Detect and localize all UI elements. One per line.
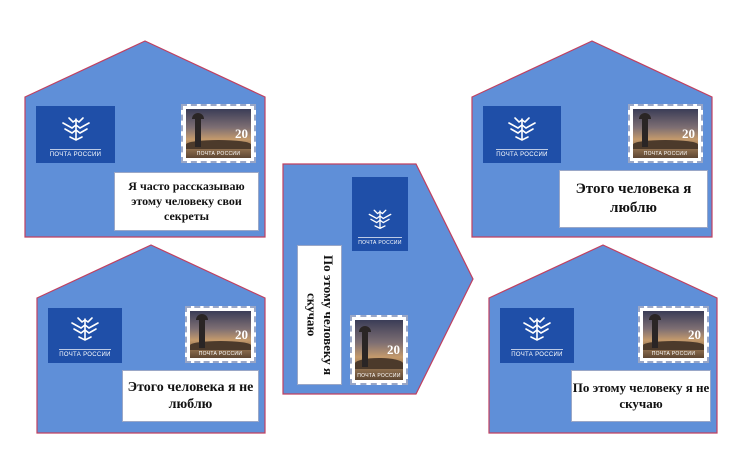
russian-post-logo: ПОЧТА РОССИИ: [500, 308, 574, 363]
stamp-caption: ПОЧТА РОССИИ: [198, 351, 243, 357]
message-card: Я часто рассказываю этому человеку свои …: [114, 172, 259, 231]
postage-stamp: 20 ПОЧТА РОССИИ: [628, 104, 703, 163]
stamp-caption: ПОЧТА РОССИИ: [651, 351, 696, 357]
envelope-bottom-right[interactable]: ПОЧТА РОССИИ 20 ПОЧТА РОССИИ По этому че…: [488, 244, 718, 434]
logo-label: ПОЧТА РОССИИ: [496, 149, 548, 158]
russian-post-logo: ПОЧТА РОССИИ: [483, 106, 561, 163]
russian-post-logo: ПОЧТА РОССИИ: [48, 308, 122, 363]
postage-stamp: 20 ПОЧТА РОССИИ: [350, 315, 408, 385]
postage-stamp: 20 ПОЧТА РОССИИ: [638, 306, 709, 363]
postage-stamp: 20 ПОЧТА РОССИИ: [181, 104, 256, 163]
double-headed-eagle-icon: [368, 209, 392, 230]
double-headed-eagle-icon: [523, 317, 551, 341]
envelope-center[interactable]: ПОЧТА РОССИИ 20 ПОЧТА РОССИИ По этому че…: [282, 163, 474, 395]
double-headed-eagle-icon: [61, 117, 90, 141]
stamp-caption: ПОЧТА РОССИИ: [357, 373, 401, 379]
stamp-value: 20: [688, 326, 701, 342]
double-headed-eagle-icon: [508, 117, 536, 141]
envelope-top-right[interactable]: ПОЧТА РОССИИ 20 ПОЧТА РОССИИ Этого челов…: [471, 40, 713, 238]
message-text: По этому человеку я не скучаю: [572, 379, 710, 411]
logo-label: ПОЧТА РОССИИ: [59, 349, 111, 358]
message-card: По этому человеку я не скучаю: [571, 370, 711, 422]
message-text: Этого человека я не люблю: [127, 379, 254, 413]
stamp-value: 20: [235, 326, 248, 342]
double-headed-eagle-icon: [71, 317, 99, 341]
message-text: Этого человека я люблю: [575, 181, 692, 216]
russian-post-logo: ПОЧТА РОССИИ: [36, 106, 115, 163]
stamp-caption: ПОЧТА РОССИИ: [196, 151, 241, 157]
message-text: Я часто рассказываю этому человеку свои …: [128, 179, 245, 223]
message-card: По этому человеку я скучаю: [297, 245, 342, 385]
envelope-bottom-left[interactable]: ПОЧТА РОССИИ 20 ПОЧТА РОССИИ Этого челов…: [36, 244, 266, 434]
stamp-value: 20: [235, 125, 248, 141]
logo-label: ПОЧТА РОССИИ: [49, 149, 102, 158]
postage-stamp: 20 ПОЧТА РОССИИ: [185, 306, 256, 363]
message-card: Этого человека я не люблю: [122, 370, 259, 422]
message-text: По этому человеку я скучаю: [304, 254, 336, 375]
logo-label: ПОЧТА РОССИИ: [358, 237, 402, 246]
stamp-value: 20: [387, 342, 400, 357]
russian-post-logo: ПОЧТА РОССИИ: [352, 177, 408, 251]
stamp-value: 20: [682, 125, 695, 141]
logo-label: ПОЧТА РОССИИ: [511, 349, 563, 358]
stamp-caption: ПОЧТА РОССИИ: [643, 151, 688, 157]
message-card: Этого человека я люблю: [559, 170, 708, 228]
envelope-top-left[interactable]: ПОЧТА РОССИИ 20 ПОЧТА РОССИИ Я часто рас…: [24, 40, 266, 238]
